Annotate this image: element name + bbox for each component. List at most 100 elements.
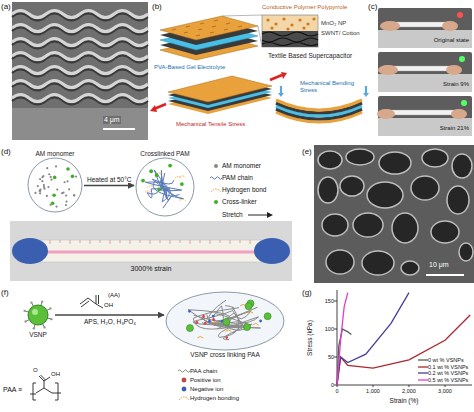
textile-supercapacitor-illustration-part <box>266 17 315 30</box>
illustration-part <box>65 195 67 197</box>
sem-image-e-part-part <box>353 213 383 237</box>
layer-label: SWNT/ Cotton <box>321 30 360 37</box>
sem-image-a-part <box>12 2 148 140</box>
textile-supercapacitor-illustration-part <box>150 105 157 112</box>
stretch-photo-series-part <box>378 74 472 92</box>
reaction-arrow <box>84 185 134 186</box>
illustration-part <box>41 177 43 179</box>
photo-caption: Original state <box>433 37 470 44</box>
textile-supercapacitor-illustration-part <box>276 100 362 110</box>
illustration-part <box>186 325 193 332</box>
panel-label: (a) <box>1 2 11 11</box>
sem-image-a-part <box>12 53 148 60</box>
illustration-part <box>418 379 428 380</box>
stress-strain-chart-part <box>337 293 409 385</box>
stretch-photo-series-part <box>461 100 467 106</box>
node-outline <box>166 292 284 350</box>
stretch-photo-series-part <box>457 12 463 18</box>
legend-text: Hydrogen bonding <box>190 395 239 402</box>
illustration-part <box>259 320 262 323</box>
sem-image-e-part-part <box>431 221 459 243</box>
scale-bar-label: 4 μm <box>103 116 121 124</box>
stretch-photo-series <box>377 8 472 136</box>
layer-label: Conductive Polymer Polypyrrole <box>262 4 347 11</box>
legend-text: 0.5 wt % VSNPs <box>428 377 468 383</box>
panel-label: (f) <box>1 288 9 297</box>
legend-entry: 0 wt % VSNPs <box>418 357 464 363</box>
stretch-photo-series-part <box>378 8 472 48</box>
illustration-part <box>46 195 48 197</box>
legend-text: PAA chain <box>190 368 217 375</box>
illustration-part <box>178 370 190 373</box>
illustration-part <box>65 201 67 203</box>
textile-supercapacitor-illustration-part <box>270 75 282 80</box>
panel-label: (g) <box>302 288 312 297</box>
illustration-part <box>68 189 70 191</box>
layer-label: PVA-Based Gel Electrolyte <box>154 64 225 71</box>
illustration-part <box>212 322 218 324</box>
legend-entry: 0.1 wt % VSNPs <box>418 364 468 370</box>
illustration-part <box>179 176 185 178</box>
illustration-part <box>37 185 39 187</box>
textile-supercapacitor-illustration-part <box>278 93 284 97</box>
illustration-part <box>195 321 198 324</box>
illustration-part <box>157 188 161 192</box>
axis-title: Strain (%) <box>390 397 419 404</box>
sem-image-e-part-part <box>379 152 411 174</box>
illustration-part <box>418 360 428 361</box>
textile-supercapacitor-illustration-part <box>222 15 262 16</box>
illustration-part <box>141 179 145 183</box>
textile-supercapacitor-illustration-part-part <box>286 27 289 30</box>
chemical-label: (AA) <box>108 292 120 299</box>
textile-supercapacitor-illustration-part <box>262 31 318 47</box>
node-outline <box>28 158 82 212</box>
legend-swatch <box>418 357 428 363</box>
stretch-photo-series-part <box>378 52 472 92</box>
hydrogel-stretch-photo-part <box>12 238 48 264</box>
hydrogel-stretch-photo-part <box>50 240 250 244</box>
illustration-part <box>210 176 222 179</box>
scale-bar-label: 10 μm <box>428 261 450 269</box>
stretch-photo-series-part <box>378 65 398 75</box>
illustration-part <box>46 168 48 170</box>
illustration-part <box>61 193 63 195</box>
illustration-part <box>56 189 58 191</box>
textile-supercapacitor-illustration-part <box>363 93 369 97</box>
sem-image-a-part <box>12 95 148 102</box>
diagram-node: VSNP <box>22 299 54 338</box>
illustration-part <box>180 200 186 202</box>
stress-label: Mechanical Tensile Stress <box>176 121 245 128</box>
node-shape <box>27 157 83 213</box>
stretch-photo-series-part <box>378 96 472 136</box>
legend-text: 0.1 wt % VSNPs <box>428 364 468 370</box>
illustration-part <box>64 182 66 184</box>
illustration-part <box>71 175 75 179</box>
illustration-part <box>211 189 221 192</box>
illustration-part <box>179 397 189 400</box>
illustration-part <box>418 373 428 374</box>
sem-image-e-part-part <box>318 151 342 169</box>
legend-swatch <box>210 175 222 181</box>
illustration-part <box>32 309 38 315</box>
legend-entry: Negative ion <box>178 386 223 393</box>
illustration-part <box>49 307 51 309</box>
illustration-part <box>50 179 52 181</box>
textile-supercapacitor-illustration-part <box>281 72 287 79</box>
sem-image-e-part-part <box>326 250 354 274</box>
tick-label: 50 <box>328 354 334 360</box>
illustration-part <box>48 174 50 176</box>
stretch-photo-series-part <box>386 110 458 115</box>
textile-supercapacitor-illustration-part <box>280 86 282 93</box>
legend-swatch <box>418 377 428 383</box>
illustration-part <box>55 166 57 168</box>
stress-strain-chart-part <box>337 315 470 385</box>
illustration-part <box>50 318 52 320</box>
textile-supercapacitor-illustration-part <box>160 16 258 40</box>
illustration-part <box>39 193 41 195</box>
legend-swatch <box>210 199 222 205</box>
tick-label: 100 <box>325 326 334 332</box>
illustration-part <box>194 307 259 338</box>
sem-image-a-part <box>12 39 148 46</box>
illustration-part <box>204 322 207 325</box>
